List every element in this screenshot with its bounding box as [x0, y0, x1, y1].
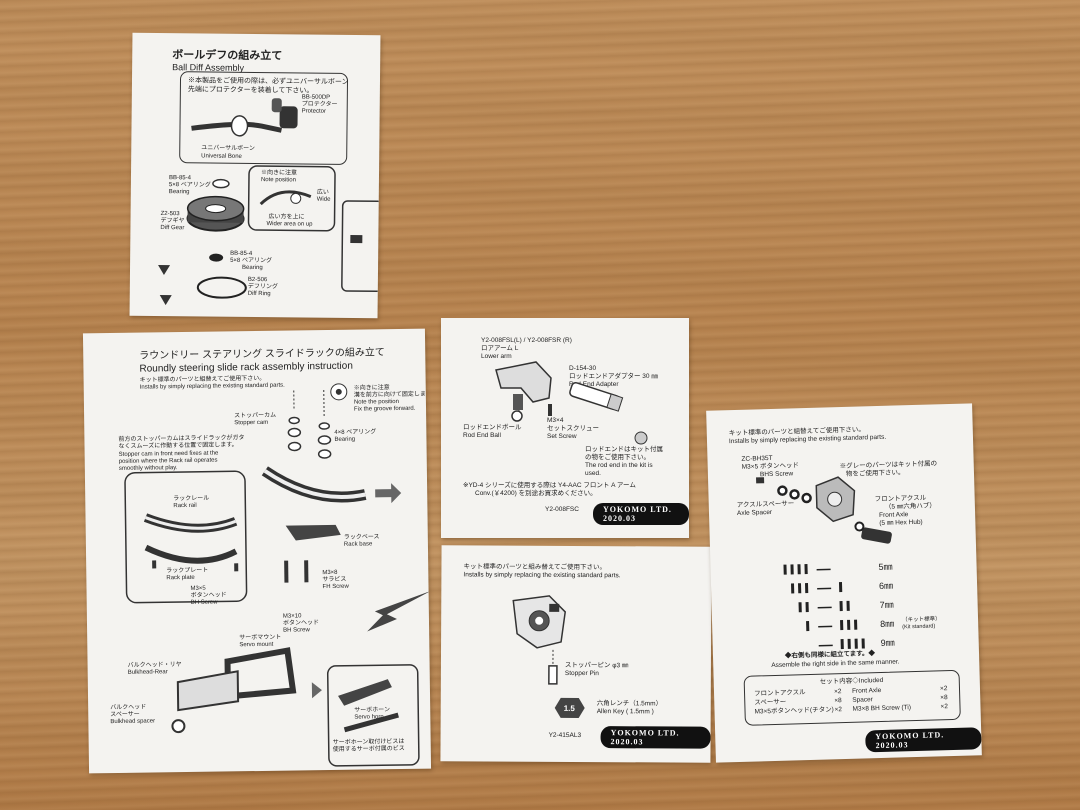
sheet-front-axle: キット標準のパーツと組替えてご使用下さい。 Installs by simply… [706, 403, 982, 763]
spacer-size-table [783, 564, 865, 650]
part-label-jp: ストッパーピン φ3 ㎜ [564, 661, 629, 670]
included-item-jp: フロントアクスル [753, 689, 806, 698]
sheet-ball-diff: ボールデフの組み立て Ball Diff Assembly ※本製品をご使用の際… [129, 32, 381, 319]
spacer-size-label: 6㎜ [878, 580, 894, 592]
note-text: ロッドエンドはキット付属 [585, 446, 663, 453]
spacer-bar-left [783, 564, 787, 575]
part-code: Z2-503 [160, 211, 180, 218]
spacer-size-label: 8㎜ [880, 618, 895, 630]
note-text: Wider area on up [266, 221, 313, 228]
ball-diff-illustration [158, 98, 381, 306]
part-code: D-154-30 [569, 365, 597, 372]
note-text: Conv.(￥4200) を別途お買求めください。 [475, 490, 597, 497]
note-text: 使用するサーボ付属のビス [332, 745, 405, 753]
part-label-jp: 六角レンチ（1.5mm） [596, 700, 663, 708]
part-label-en: FH Screw [322, 583, 349, 591]
part-label-en: Servo horn [354, 714, 384, 721]
spacer-bar-right [854, 619, 858, 630]
spacer-bar-left [804, 564, 808, 575]
spacer-bar-right [838, 582, 843, 593]
part-label-en: BH Screw [190, 599, 218, 606]
spacer-bar-right [861, 638, 865, 649]
spacer-size-label: 9㎜ [880, 637, 895, 648]
included-qty-en: ×2 [940, 703, 949, 711]
included-qty-en: ×8 [940, 694, 948, 702]
part-label-en: Bearing [242, 264, 263, 272]
note-text: Note position [260, 177, 297, 184]
part-label-en: Diff Gear [160, 225, 185, 232]
spacer-bar-left [797, 564, 801, 575]
stopper-pin-illustration [512, 595, 585, 719]
sheet-slide-rack: ラウンドリー ステアリング スライドラックの組み立て Roundly steer… [82, 328, 432, 774]
spacer-bar-right [847, 619, 851, 630]
note-text: The rod end in the kit is [585, 462, 653, 469]
sheet-rod-end: Y2-008FSL(L) / Y2-008FSR (R) ロアアーム L Low… [441, 318, 689, 538]
part-label-en: Rack plate [166, 574, 195, 582]
spacer-bar-right [846, 600, 850, 611]
front-axle-illustration [756, 476, 892, 650]
allen-key-icon-label: 1.5 [563, 703, 575, 713]
spacer-bar-left [797, 583, 802, 594]
spacer-bar-left [798, 602, 802, 613]
included-qty-jp: ×8 [834, 697, 842, 705]
part-label-en: Bearing [168, 189, 190, 196]
part-label-jp: ロッドエンドアダプター 30 ㎜ [569, 373, 658, 380]
note-text: Wide [316, 196, 331, 203]
part-label-en: Rod End Adapter [569, 381, 619, 388]
spacer-size-label: 7㎜ [879, 599, 894, 611]
spacer-bar-right [839, 601, 843, 612]
part-label-en: BH Screw [283, 627, 310, 634]
part-code: M3×4 [547, 417, 564, 424]
part-label-jp: ロッドエンドボール [463, 424, 522, 431]
part-label-en: Stopper Pin [564, 669, 599, 678]
part-code: Y2-008FSC [545, 506, 579, 513]
yokomo-badge: YOKOMO LTD. 2020.03 [865, 727, 982, 753]
kit-standard-label-en: (Kit standard) [902, 623, 936, 631]
yokomo-badge: YOKOMO LTD. 2020.03 [600, 726, 711, 749]
note-text: 広い [316, 189, 329, 196]
spacer-bar-left [804, 583, 809, 594]
sheet-stopper-pin: キット標準のパーツと組み替えてご使用下さい。 Installs by simpl… [440, 545, 712, 763]
part-code: Y2-415AL3 [548, 731, 582, 740]
part-label-jp: セットスクリュー [547, 425, 599, 432]
spacer-bar-left [790, 583, 795, 594]
spacer-bar-left [806, 620, 810, 632]
part-label-en: Bulkhead-Rear [127, 669, 168, 676]
rod-end-illustration [495, 361, 648, 445]
yokomo-badge: YOKOMO LTD. 2020.03 [593, 503, 689, 525]
part-label-en: Servo mount [239, 641, 274, 649]
included-qty-jp: ×2 [833, 688, 842, 696]
part-label-en: Rack rail [173, 502, 197, 510]
note-text: ※YD-4 シリーズに使用する際は Y4-AAC フロント A アーム [463, 482, 636, 489]
part-label-en: Rack base [343, 541, 373, 548]
part-code: B2-506 [247, 276, 268, 284]
spacer-size-label: 5㎜ [878, 561, 893, 573]
included-item-en: Front Axle [851, 687, 882, 695]
spacer-bar-right [840, 620, 844, 631]
included-qty-jp: ×2 [834, 706, 843, 714]
part-label-en: Diff Ring [247, 290, 271, 298]
part-label-en: Rod End Ball [463, 432, 501, 439]
included-item-en: Spacer [852, 696, 873, 704]
slide-rack-illustration [124, 383, 432, 767]
part-label-en: Set Screw [547, 433, 577, 440]
spacer-bar-right [847, 638, 851, 649]
spacer-bar-right [840, 639, 844, 650]
spacer-bar-left [805, 601, 809, 613]
included-qty-en: ×2 [939, 685, 948, 693]
part-label-jp: ロアアーム L [481, 345, 519, 352]
part-label-en: Bulkhead spacer [110, 718, 156, 726]
part-label-en: Lower arm [481, 353, 512, 360]
spacer-bar-left [790, 564, 794, 575]
included-item-jp: スペーサー [754, 698, 787, 707]
part-code: Y2-008FSL(L) / Y2-008FSR (R) [481, 337, 572, 344]
part-label-en: Allen Key ( 1.5mm ) [596, 708, 654, 716]
spacer-bar-right [854, 638, 858, 649]
note-text: の物をご使用下さい。 [585, 454, 650, 461]
note-text: used. [585, 470, 601, 477]
